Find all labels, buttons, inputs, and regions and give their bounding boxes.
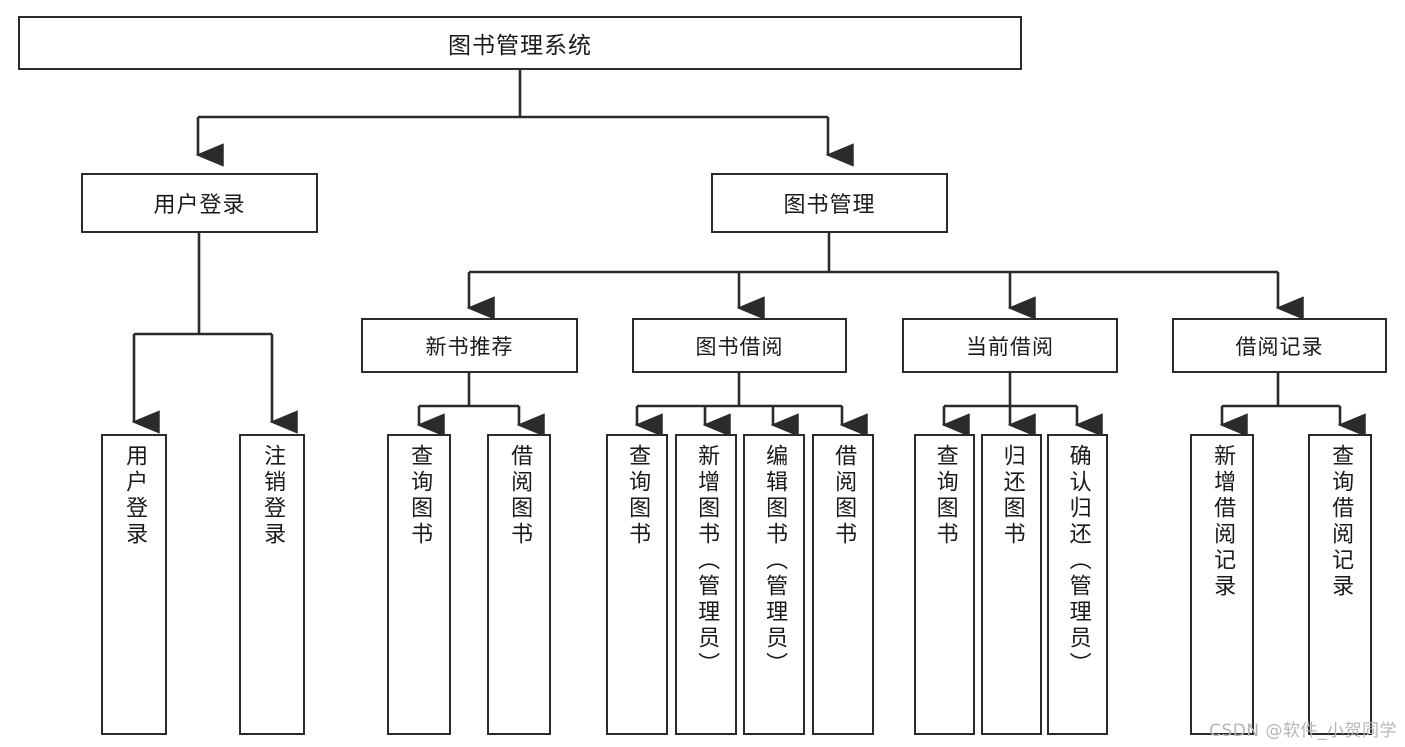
leaf-label: 查询借阅记录 (1328, 444, 1354, 600)
node-current-borrow[interactable]: 当前借阅 (902, 318, 1118, 373)
node-book-borrow[interactable]: 图书借阅 (632, 318, 847, 373)
leaf-user-login[interactable]: 用户登录 (101, 434, 167, 735)
leaf-label: 注销登录 (260, 444, 286, 548)
node-label: 图书借阅 (695, 334, 784, 359)
leaf-label: 用户登录 (122, 444, 148, 548)
leaf-label: 新增图书（管理员） (694, 444, 720, 678)
node-label: 当前借阅 (966, 334, 1054, 359)
node-label: 图书管理系统 (448, 33, 592, 59)
leaf-return-book[interactable]: 归还图书 (981, 434, 1042, 735)
node-root-book-management-system[interactable]: 图书管理系统 (18, 16, 1022, 70)
node-user-login[interactable]: 用户登录 (81, 173, 318, 233)
leaf-label: 归还图书 (999, 444, 1025, 548)
leaf-add-book-admin[interactable]: 新增图书（管理员） (675, 434, 737, 735)
leaf-logout[interactable]: 注销登录 (239, 434, 305, 735)
leaf-label: 查询图书 (407, 444, 433, 548)
node-book-management[interactable]: 图书管理 (711, 173, 948, 233)
leaf-label: 查询图书 (625, 444, 651, 548)
node-label: 图书管理 (783, 193, 876, 218)
leaf-borrow-book[interactable]: 借阅图书 (812, 434, 874, 735)
leaf-query-borrow-record[interactable]: 查询借阅记录 (1308, 434, 1372, 735)
leaf-label: 新增借阅记录 (1210, 444, 1236, 600)
leaf-label: 查询图书 (932, 444, 958, 548)
node-borrow-record[interactable]: 借阅记录 (1172, 318, 1387, 373)
leaf-add-borrow-record[interactable]: 新增借阅记录 (1190, 434, 1254, 735)
leaf-label: 编辑图书（管理员） (762, 444, 788, 678)
leaf-borrow-book-recommend[interactable]: 借阅图书 (487, 434, 551, 735)
node-new-book-recommend[interactable]: 新书推荐 (361, 318, 578, 373)
leaf-query-book-borrow[interactable]: 查询图书 (606, 434, 668, 735)
node-label: 新书推荐 (425, 334, 514, 359)
leaf-edit-book-admin[interactable]: 编辑图书（管理员） (743, 434, 805, 735)
watermark-text: CSDN @软件_小贺同学 (1209, 721, 1397, 741)
node-label: 借阅记录 (1235, 334, 1324, 359)
leaf-label: 借阅图书 (507, 444, 533, 548)
leaf-query-book-current[interactable]: 查询图书 (914, 434, 975, 735)
leaf-label: 确认归还（管理员） (1065, 444, 1091, 678)
leaf-confirm-return-admin[interactable]: 确认归还（管理员） (1047, 434, 1108, 735)
leaf-label: 借阅图书 (831, 444, 857, 548)
node-label: 用户登录 (153, 193, 246, 218)
leaf-query-book-recommend[interactable]: 查询图书 (387, 434, 451, 735)
